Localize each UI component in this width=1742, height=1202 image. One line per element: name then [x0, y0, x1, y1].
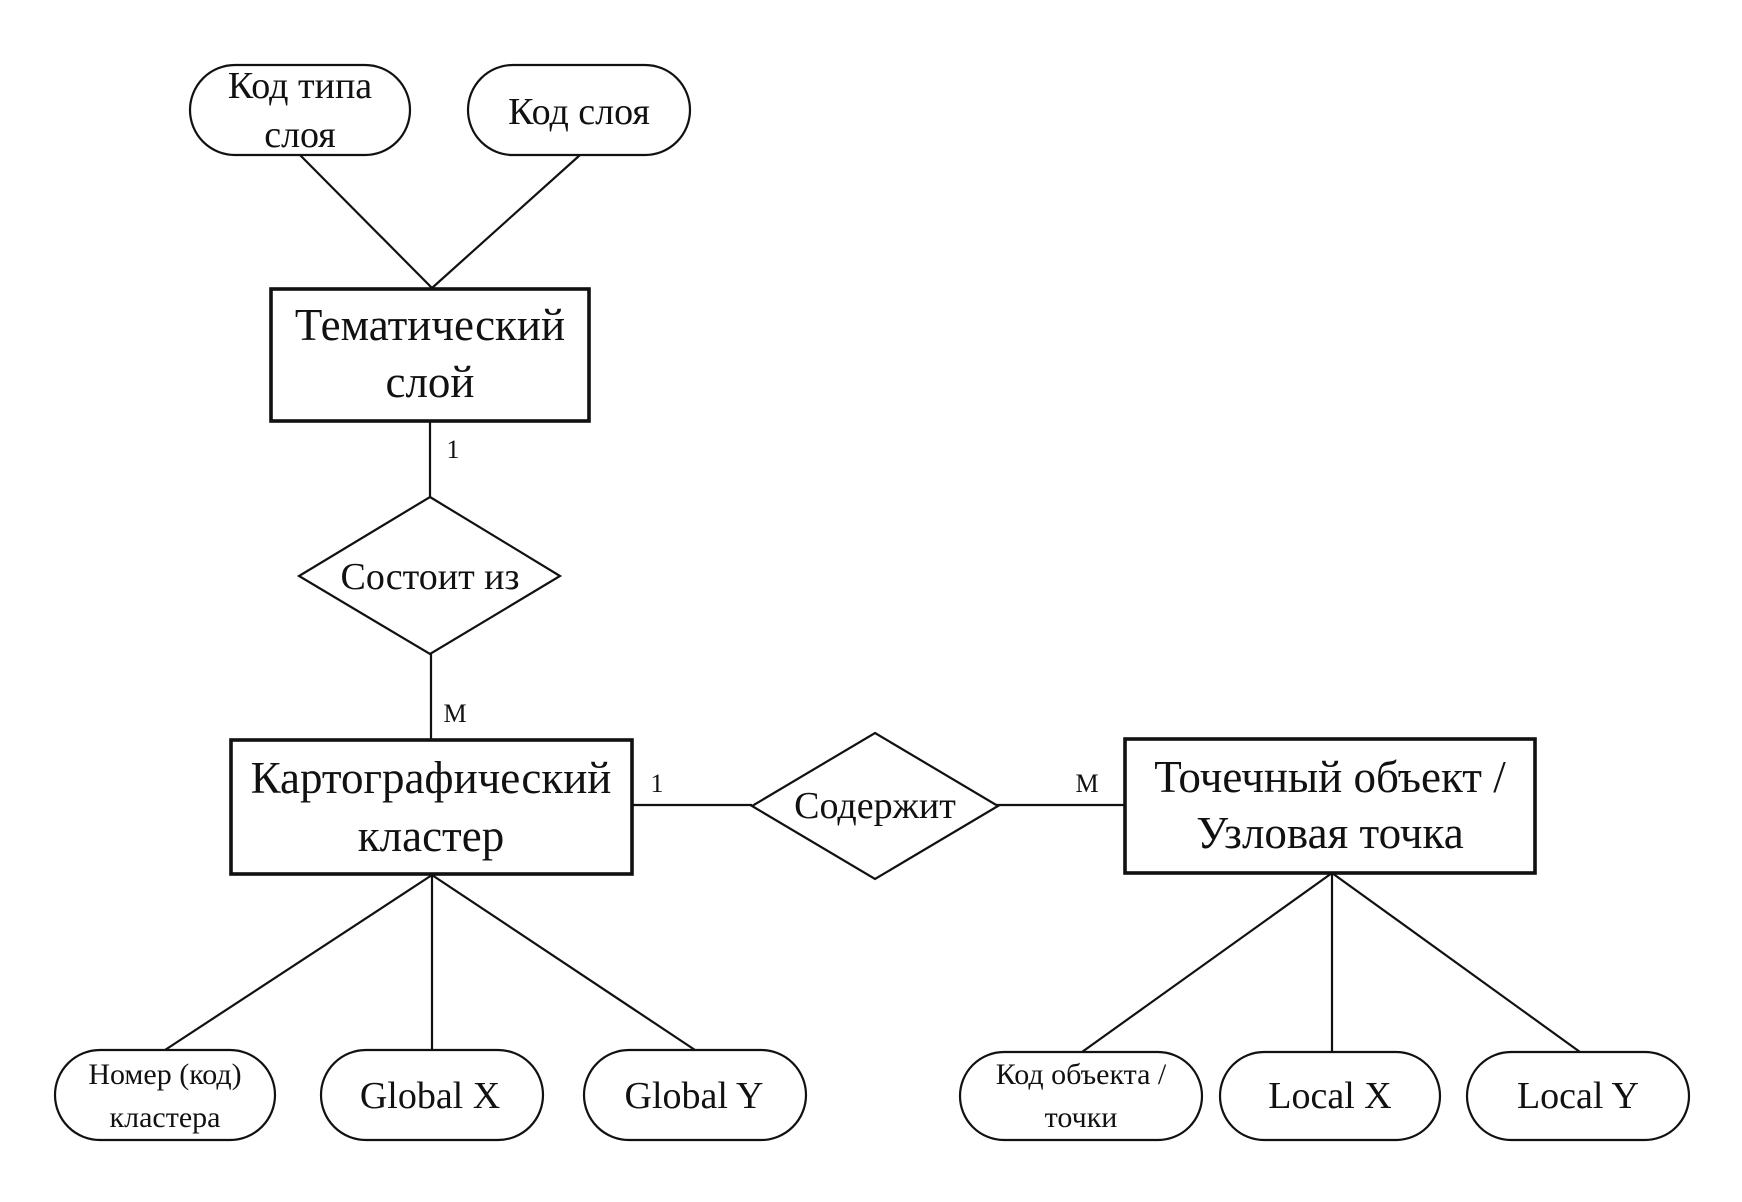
- attribute-layer-code-label: Код слоя: [508, 91, 650, 133]
- entity-cartographic-cluster-line1: Картографический: [251, 753, 612, 803]
- edge-cluster-to-cluster-number: [164, 874, 433, 1051]
- attribute-layer-code: Код слоя: [466, 63, 692, 157]
- attribute-cluster-number-line2: кластера: [110, 1101, 221, 1134]
- relationship-contains: Содержит: [749, 731, 1001, 881]
- cardinality-cluster-side-right: 1: [651, 769, 664, 798]
- relationship-consists-of-label: Состоит из: [340, 556, 519, 598]
- entity-point-object: Точечный объект / Узловая точка: [1123, 737, 1537, 875]
- attribute-global-x-label: Global X: [360, 1075, 500, 1117]
- relationship-consists-of: Состоит из: [296, 495, 563, 656]
- cardinality-cluster-side-top: М: [443, 699, 466, 728]
- relationship-contains-label: Содержит: [794, 785, 956, 827]
- attribute-global-y-label: Global Y: [625, 1075, 764, 1117]
- entity-cartographic-cluster-line2: кластер: [358, 811, 504, 861]
- attribute-cluster-number: Номер (код) кластера: [53, 1048, 277, 1142]
- entity-thematic-layer-line2: слой: [385, 357, 474, 407]
- attribute-cluster-number-line1: Номер (код): [88, 1058, 241, 1091]
- attribute-local-x-label: Local X: [1268, 1075, 1391, 1117]
- attribute-object-code: Код объекта / точки: [958, 1050, 1204, 1142]
- attribute-object-code-line1: Код объекта /: [996, 1058, 1167, 1091]
- entity-point-object-line2: Узловая точка: [1196, 808, 1463, 858]
- cardinality-layer-side: 1: [447, 435, 460, 464]
- edge-layer-type-code-to-thematic-layer: [297, 152, 433, 289]
- attribute-global-y: Global Y: [582, 1048, 808, 1142]
- edge-layer-code-to-thematic-layer: [431, 154, 581, 289]
- attribute-object-code-line2: точки: [1045, 1101, 1118, 1134]
- edge-point-object-to-object-code: [1081, 872, 1333, 1053]
- attribute-global-x: Global X: [319, 1048, 545, 1142]
- attribute-local-x: Local X: [1218, 1050, 1442, 1142]
- attribute-local-y: Local Y: [1465, 1050, 1691, 1142]
- entity-cartographic-cluster: Картографический кластер: [229, 738, 634, 876]
- entity-point-object-line1: Точечный объект /: [1154, 752, 1506, 802]
- edge-point-object-to-local-y: [1331, 872, 1581, 1053]
- edge-cluster-to-global-y: [431, 874, 696, 1051]
- connectors: [164, 152, 1581, 1053]
- cardinality-point-side: М: [1075, 769, 1098, 798]
- attribute-local-y-label: Local Y: [1517, 1075, 1639, 1117]
- entity-thematic-layer: Тематический слой: [269, 287, 591, 423]
- attribute-layer-type-code-line2: слоя: [264, 114, 336, 156]
- entity-thematic-layer-line1: Тематический: [295, 300, 565, 350]
- attribute-layer-type-code: Код типа слоя: [188, 63, 412, 157]
- attribute-layer-type-code-line1: Код типа: [228, 65, 372, 107]
